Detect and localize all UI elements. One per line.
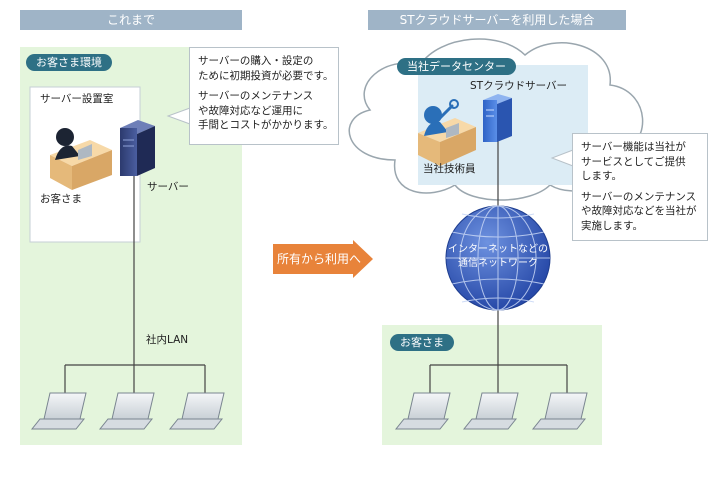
left-callout-line: サーバーのメンテナンス [198, 90, 314, 102]
left-callout-line: サーバーの購入・設定の [198, 55, 314, 67]
arrow-label: 所有から利用へ [277, 252, 362, 266]
laptop-icons [30, 392, 588, 430]
transition-arrow: 所有から利用へ [273, 240, 373, 278]
network-label: インターネットなどの 通信ネットワーク [438, 243, 558, 271]
left-lan-lines [64, 175, 206, 393]
right-callout: サーバー機能は当社が サービスとしてご提供 します。 サーバーのメンテナンス や… [572, 133, 708, 241]
right-callout-line: サーバー機能は当社が [581, 141, 686, 153]
customer-env-label: お客さま環境 [26, 54, 112, 71]
server-room-label: サーバー設置室 [40, 93, 114, 105]
right-callout-line: します。 [581, 170, 622, 182]
right-callout-line: 実施します。 [581, 219, 643, 232]
left-callout-line: 手間とコストがかかります。 [198, 119, 334, 131]
server-icon [120, 120, 155, 176]
network-label-line: インターネットなどの [448, 244, 548, 255]
right-customer-label: お客さま [390, 334, 454, 351]
cloud-server-icon [483, 94, 512, 142]
customer-person-icon [50, 128, 112, 190]
left-callout-line: ために初期投資が必要です。 [198, 69, 334, 82]
left-header: これまで [20, 10, 242, 30]
datacenter-label: 当社データセンター [397, 58, 516, 75]
globe-icon [445, 205, 551, 311]
lan-label: 社内LAN [146, 334, 189, 346]
right-callout-line: サービスとしてご提供 [581, 155, 686, 168]
customer-label: お客さま [40, 193, 82, 205]
right-callout-line: や故障対応などを当社が [581, 205, 697, 217]
cloud-server-label: STクラウドサーバー [470, 80, 567, 92]
engineer-label: 当社技術員 [423, 163, 476, 175]
left-callout-line: や故障対応など運用に [198, 104, 303, 117]
engineer-person-icon [418, 99, 476, 166]
left-callout: サーバーの購入・設定の ために初期投資が必要です。 サーバーのメンテナンス や故… [189, 47, 339, 145]
right-callout-line: サーバーのメンテナンス [581, 190, 697, 203]
network-label-line: 通信ネットワーク [458, 258, 538, 269]
right-network-lines [429, 140, 568, 393]
server-label: サーバー [147, 181, 189, 193]
right-header: STクラウドサーバーを利用した場合 [368, 10, 626, 30]
